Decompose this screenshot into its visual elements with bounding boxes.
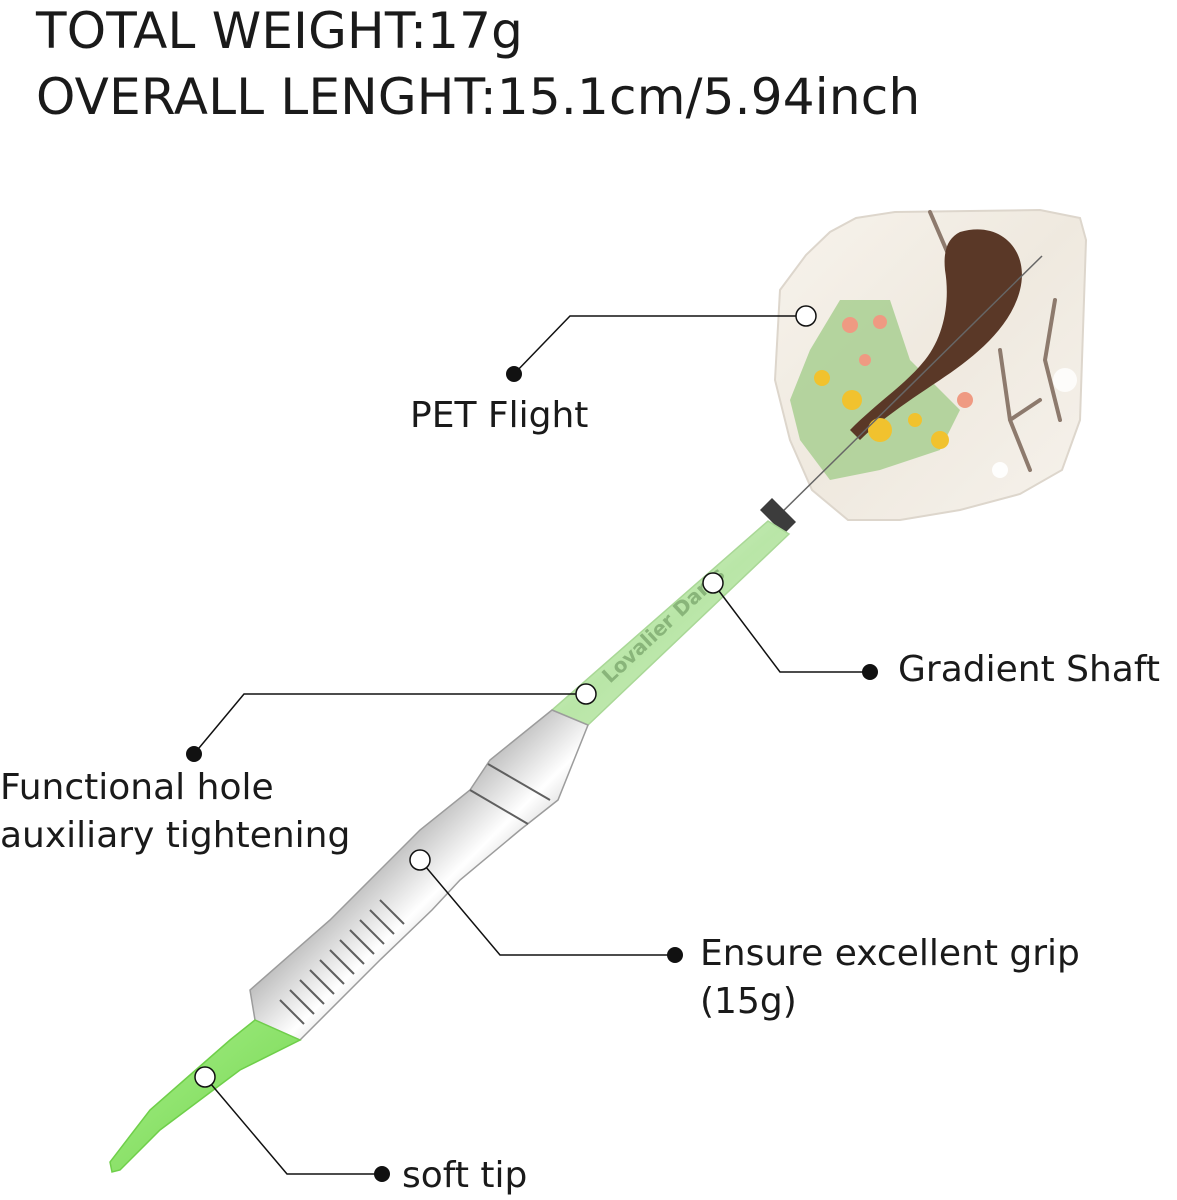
shaft-marker-dot: [862, 664, 878, 680]
soft-tip: [109, 1019, 302, 1173]
shaft-ring: [760, 498, 796, 534]
pet-flight: [771, 208, 1088, 523]
grip-marker-dot: [667, 947, 683, 963]
grip-label: Ensure excellent grip (15g): [700, 930, 1080, 1026]
soft-tip-label: soft tip: [402, 1155, 528, 1196]
leader-lines: [193, 315, 870, 1175]
total-weight-spec: TOTAL WEIGHT:17g: [36, 2, 524, 60]
pet-flight-label: PET Flight: [410, 395, 589, 436]
hole-marker-ring: [575, 683, 597, 705]
shaft-leader: [712, 582, 870, 673]
flight-leader: [513, 315, 806, 375]
grip-marker-ring: [409, 849, 431, 871]
functional-hole-label-line2: auxiliary tightening: [0, 815, 351, 856]
shaft-marker-ring: [702, 572, 724, 594]
functional-hole-label-line1: Functional hole: [0, 767, 274, 808]
hole-leader: [193, 693, 586, 755]
grip-label-line2: (15g): [700, 981, 797, 1022]
grip-barrel: [249, 709, 589, 1041]
flight-marker-ring: [795, 305, 817, 327]
tip-marker-dot: [374, 1166, 390, 1182]
flight-marker-dot: [506, 366, 522, 382]
functional-hole-label: Functional hole auxiliary tightening: [0, 764, 350, 860]
tip-marker-ring: [194, 1066, 216, 1088]
gradient-shaft-label: Gradient Shaft: [898, 649, 1161, 690]
grip-label-line1: Ensure excellent grip: [700, 933, 1080, 974]
hole-marker-dot: [186, 746, 202, 762]
overall-length-spec: OVERALL LENGHT:15.1cm/5.94inch: [36, 68, 921, 126]
tip-leader: [204, 1076, 382, 1175]
grip-leader: [419, 859, 675, 956]
